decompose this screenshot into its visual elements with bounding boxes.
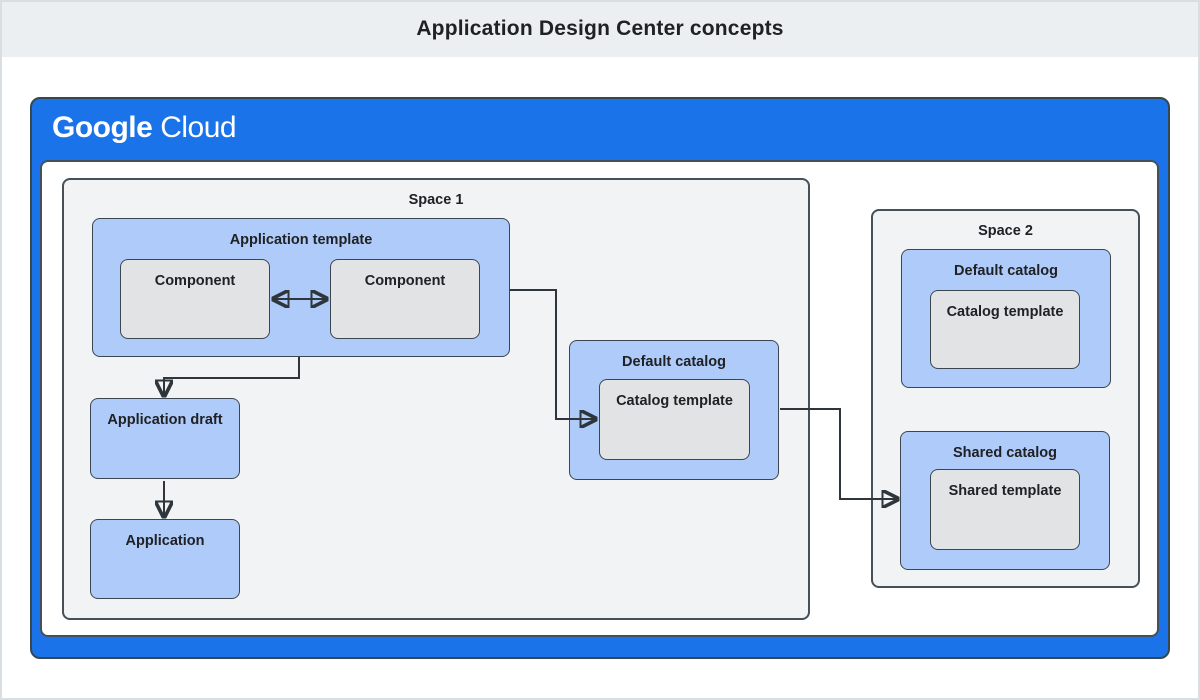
shared-catalog-label: Shared catalog <box>953 445 1057 461</box>
shared-catalog-box: Shared catalog Shared template <box>900 431 1110 570</box>
google-wordmark: Google <box>52 111 153 144</box>
default-catalog-box: Default catalog Catalog template <box>901 249 1111 388</box>
application-box: Application <box>90 519 240 599</box>
application-template-label: Application template <box>229 232 373 248</box>
title-band: Application Design Center concepts <box>0 0 1200 57</box>
component-box: Component <box>330 259 480 339</box>
default-catalog-label: Default catalog <box>622 354 726 370</box>
space2-container: Space 2 Default catalog Catalog template… <box>871 209 1140 588</box>
application-template-box: Application template Component Component <box>92 218 510 357</box>
space2-label: Space 2 <box>978 223 1033 239</box>
catalog-template-label: Catalog template <box>616 393 733 409</box>
catalog-template-label: Catalog template <box>946 304 1064 320</box>
component-box: Component <box>120 259 270 339</box>
shared-template-box: Shared template <box>930 469 1080 550</box>
default-catalog-box: Default catalog Catalog template <box>569 340 779 480</box>
default-catalog-label: Default catalog <box>954 263 1058 279</box>
application-draft-label: Application draft <box>107 412 223 428</box>
application-label: Application <box>125 533 205 549</box>
cloud-wordmark: Cloud <box>160 111 237 144</box>
google-cloud-logo: Google Cloud <box>52 106 237 150</box>
shared-template-label: Shared template <box>948 483 1062 499</box>
application-draft-box: Application draft <box>90 398 240 479</box>
catalog-template-box: Catalog template <box>930 290 1080 369</box>
page-title: Application Design Center concepts <box>416 16 784 40</box>
component-label: Component <box>364 273 446 289</box>
component-label: Component <box>154 273 236 289</box>
space1-label: Space 1 <box>408 192 464 208</box>
space1-container: Space 1 Application template Component C… <box>62 178 810 620</box>
catalog-template-box: Catalog template <box>599 379 750 460</box>
